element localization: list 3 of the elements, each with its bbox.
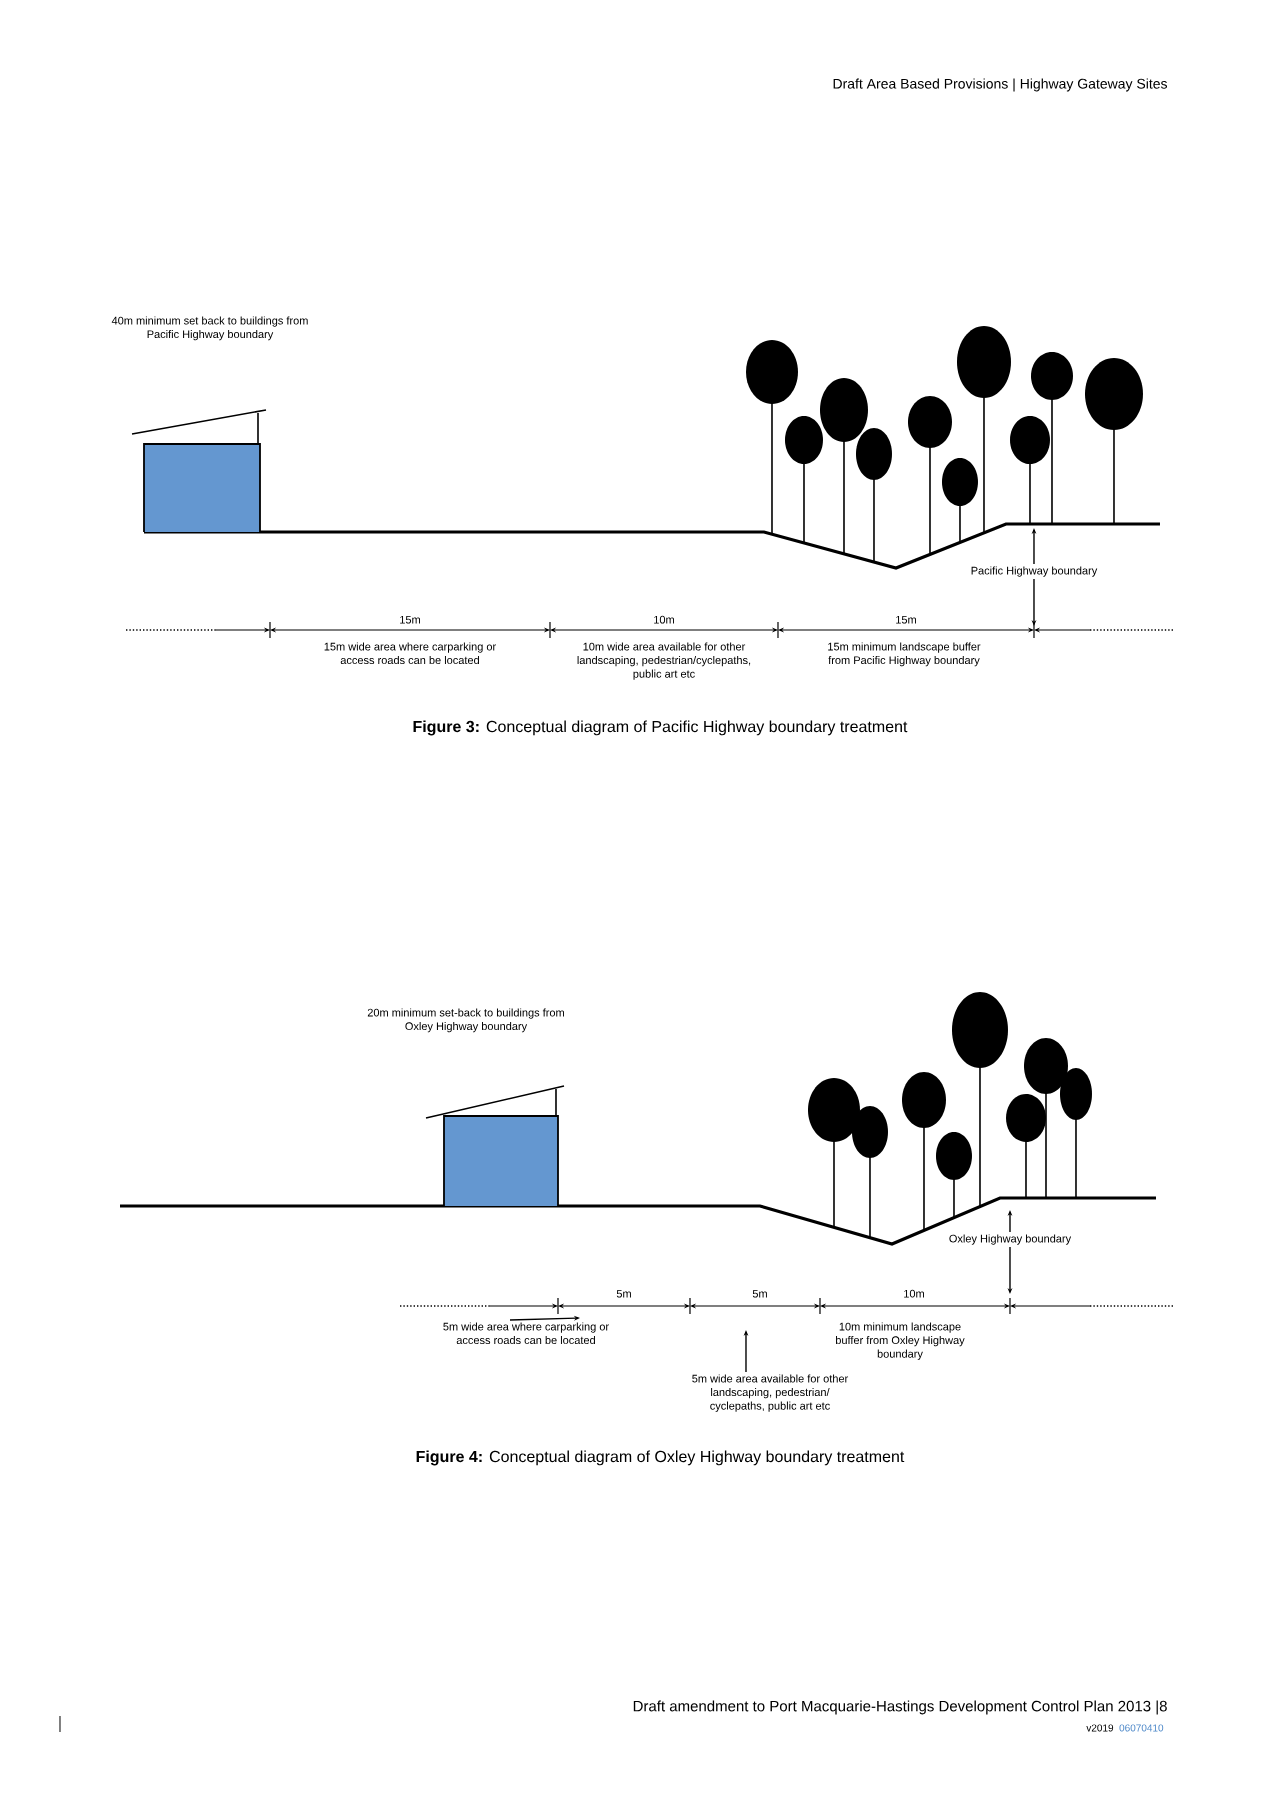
leader-arrow [509,1315,580,1321]
figure-caption: Figure 4: Conceptual diagram of Oxley Highway boundary treatment [416,1450,905,1466]
figure-caption: Figure 3: Conceptual diagram of Pacific Highway boundary treatment [413,720,908,736]
